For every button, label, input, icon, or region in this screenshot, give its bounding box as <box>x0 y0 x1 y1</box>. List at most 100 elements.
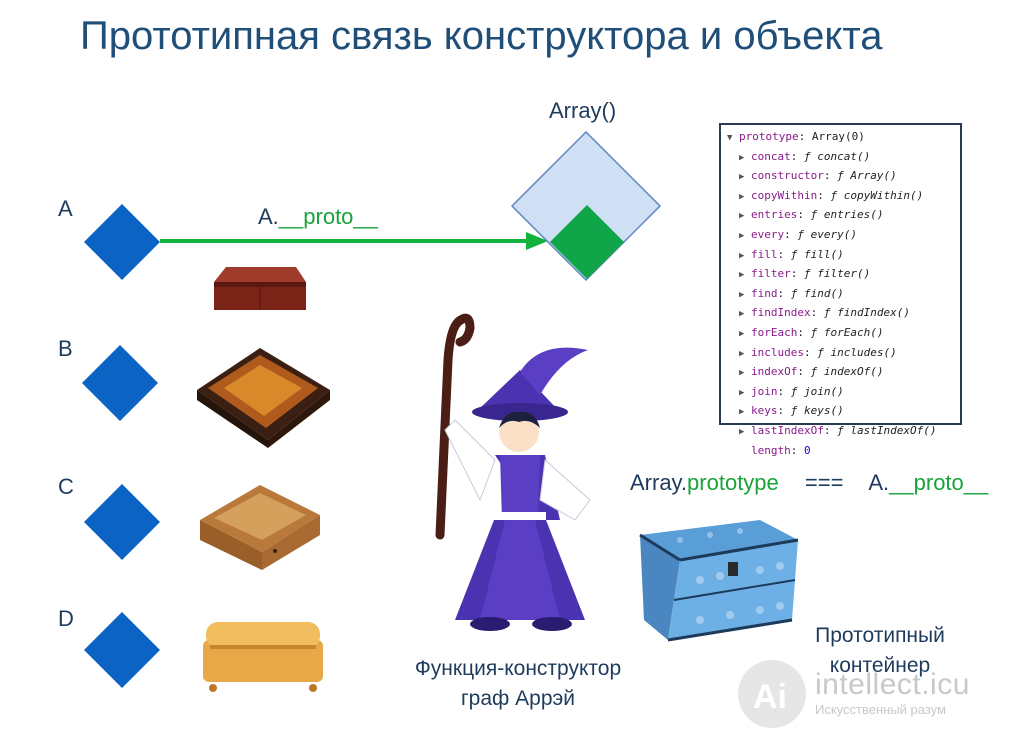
collapsed-triangle-icon[interactable]: ▶ <box>739 348 745 359</box>
console-row-key: forEach <box>751 325 798 339</box>
container-caption-line1: Прототипный <box>815 624 945 647</box>
console-row-key: filter <box>751 267 791 281</box>
collapsed-triangle-icon[interactable]: ▶ <box>739 191 745 202</box>
object-letter-d: D <box>58 606 74 631</box>
console-row-fn: forEach() <box>823 325 884 339</box>
console-row-key: every <box>751 227 785 241</box>
function-glyph-icon: ƒ <box>830 188 844 202</box>
console-row-fn: every() <box>810 227 857 241</box>
proto-arrow-label: A.__proto__ <box>258 204 378 229</box>
console-row[interactable]: ▶concat: ƒ concat() <box>727 148 954 168</box>
console-row-fn: findIndex() <box>837 306 910 320</box>
collapsed-triangle-icon[interactable]: ▶ <box>739 230 745 241</box>
function-glyph-icon: ƒ <box>837 423 851 437</box>
console-row-key: constructor <box>751 169 824 183</box>
function-glyph-icon: ƒ <box>790 247 804 261</box>
console-row[interactable]: ▶constructor: ƒ Array() <box>727 167 954 187</box>
console-row-fn: lastIndexOf() <box>850 423 937 437</box>
collapsed-triangle-icon[interactable]: ▶ <box>739 211 745 222</box>
collapsed-triangle-icon[interactable]: ▶ <box>739 328 745 339</box>
wizard-caption-line2: граф Аррэй <box>461 687 575 710</box>
console-row-key: join <box>751 384 778 398</box>
object-a-diamond <box>84 204 160 280</box>
console-row[interactable]: ▶lastIndexOf: ƒ lastIndexOf() <box>727 422 954 442</box>
function-glyph-icon: ƒ <box>810 365 824 379</box>
function-glyph-icon: ƒ <box>810 208 824 222</box>
collapsed-triangle-icon[interactable]: ▶ <box>739 309 745 320</box>
console-row[interactable]: ▶fill: ƒ fill() <box>727 246 954 266</box>
console-row-key: concat <box>751 149 791 163</box>
function-glyph-icon: ƒ <box>810 325 824 339</box>
jewelry-box-c-icon <box>200 485 320 570</box>
collapsed-triangle-icon[interactable]: ▶ <box>739 152 745 163</box>
object-c-diamond <box>84 484 160 560</box>
watermark-logo-icon: Ai <box>738 660 806 728</box>
collapsed-triangle-icon[interactable]: ▶ <box>739 407 745 418</box>
container-caption-line2: контейнер <box>829 654 931 677</box>
console-row-key: indexOf <box>751 365 798 379</box>
expanded-triangle-icon[interactable]: ▼ <box>727 133 733 143</box>
proto-arrow-head <box>526 232 548 250</box>
console-row-fn: includes() <box>830 345 897 359</box>
console-row-key: entries <box>751 208 798 222</box>
page-title: Прототипная связь конструктора и объекта <box>80 14 883 58</box>
svg-text:Ai: Ai <box>753 678 787 716</box>
constructor-label: Array() <box>549 98 617 123</box>
function-glyph-icon: ƒ <box>817 345 831 359</box>
jewelry-box-a-icon <box>214 267 306 310</box>
collapsed-triangle-icon[interactable]: ▶ <box>739 289 745 300</box>
collapsed-triangle-icon[interactable]: ▶ <box>739 250 745 261</box>
prototype-console: ▼prototype: Array(0) ▶concat: ƒ concat()… <box>719 123 962 457</box>
console-row-fn: join() <box>804 384 844 398</box>
console-row[interactable]: ▶filter: ƒ filter() <box>727 265 954 285</box>
console-row-fn: copyWithin() <box>843 188 924 202</box>
console-row-key: includes <box>751 345 804 359</box>
console-row-fn: Array() <box>850 169 897 183</box>
function-glyph-icon: ƒ <box>804 149 818 163</box>
console-row-fn: concat() <box>817 149 871 163</box>
console-row[interactable]: ▶every: ƒ every() <box>727 226 954 246</box>
object-letter-c: C <box>58 474 74 499</box>
collapsed-triangle-icon[interactable]: ▶ <box>739 426 745 437</box>
object-letter-b: B <box>58 336 73 361</box>
collapsed-triangle-icon[interactable]: ▶ <box>739 172 745 183</box>
console-length-row: length: 0 <box>751 443 811 457</box>
console-row[interactable]: ▶findIndex: ƒ findIndex() <box>727 304 954 324</box>
function-glyph-icon: ƒ <box>804 267 818 281</box>
function-glyph-icon: ƒ <box>823 306 838 320</box>
console-row-key: findIndex <box>751 306 811 320</box>
prototype-chest-icon <box>639 520 799 642</box>
console-row[interactable]: ▶includes: ƒ includes() <box>727 344 954 364</box>
console-row-key: keys <box>751 404 778 418</box>
container-caption: Прототипный контейнер <box>790 621 970 681</box>
object-b-diamond <box>82 345 158 421</box>
prototype-equation: Array.prototype === A.__proto__ <box>630 470 989 495</box>
prototype-diamond <box>550 205 624 279</box>
console-row-fn: filter() <box>817 267 871 281</box>
collapsed-triangle-icon[interactable]: ▶ <box>739 270 745 281</box>
jewelry-box-d-icon <box>203 622 323 692</box>
function-glyph-icon: ƒ <box>790 404 804 418</box>
console-row-fn: fill() <box>804 247 844 261</box>
console-row[interactable]: ▶indexOf: ƒ indexOf() <box>727 363 954 383</box>
console-row-fn: keys() <box>804 404 844 418</box>
watermark-subtitle: Искусственный разум <box>815 702 946 717</box>
console-row[interactable]: ▶entries: ƒ entries() <box>727 206 954 226</box>
console-header-row[interactable]: ▼prototype: Array(0) <box>727 128 954 148</box>
collapsed-triangle-icon[interactable]: ▶ <box>739 387 745 398</box>
function-glyph-icon: ƒ <box>790 384 804 398</box>
function-glyph-icon: ƒ <box>797 227 811 241</box>
console-row-fn: indexOf() <box>823 365 884 379</box>
function-glyph-icon: ƒ <box>790 286 804 300</box>
console-row-key: copyWithin <box>751 188 818 202</box>
collapsed-triangle-icon[interactable]: ▶ <box>739 368 745 379</box>
console-row[interactable]: ▶copyWithin: ƒ copyWithin() <box>727 187 954 207</box>
wizard-icon <box>435 313 591 631</box>
console-row[interactable]: ▶find: ƒ find() <box>727 285 954 305</box>
console-row-key: find <box>751 286 778 300</box>
console-row[interactable]: ▶forEach: ƒ forEach() <box>727 324 954 344</box>
console-row[interactable]: ▶keys: ƒ keys() <box>727 402 954 422</box>
console-row[interactable]: ▶join: ƒ join() <box>727 383 954 403</box>
console-row-key: fill <box>751 247 778 261</box>
